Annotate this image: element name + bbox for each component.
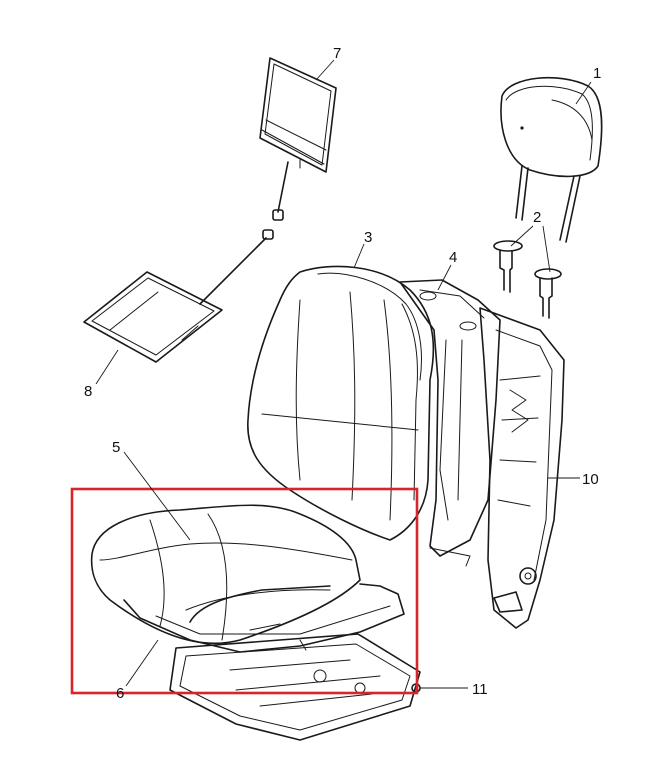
seatback-foam-pad[interactable] xyxy=(399,279,501,567)
callout-10[interactable]: 10 xyxy=(582,471,599,488)
headrest[interactable] xyxy=(500,76,603,243)
callout-labels: 1 2 3 4 5 6 7 8 10 11 xyxy=(84,45,601,702)
seatback-frame[interactable] xyxy=(479,307,565,629)
callout-5[interactable]: 5 xyxy=(112,439,120,456)
seat-cushion-frame[interactable] xyxy=(169,633,421,741)
callout-11[interactable]: 11 xyxy=(472,681,488,698)
seat-cushion-cover[interactable] xyxy=(90,504,361,645)
seat-heater-element[interactable] xyxy=(83,229,274,363)
seat-cushion-foam[interactable] xyxy=(123,583,405,653)
headrest-guide-sleeves[interactable] xyxy=(493,240,562,319)
callout-2[interactable]: 2 xyxy=(533,209,541,226)
callout-4[interactable]: 4 xyxy=(449,249,457,266)
callout-3[interactable]: 3 xyxy=(364,229,372,246)
seatback-cushion-cover[interactable] xyxy=(247,265,435,541)
callout-6[interactable]: 6 xyxy=(116,685,124,702)
callout-8[interactable]: 8 xyxy=(84,383,92,400)
leader-lines xyxy=(95,59,592,689)
callout-1[interactable]: 1 xyxy=(593,65,601,82)
callout-7[interactable]: 7 xyxy=(333,45,341,62)
back-heater-element[interactable] xyxy=(259,57,337,221)
highlight-box xyxy=(70,487,419,695)
